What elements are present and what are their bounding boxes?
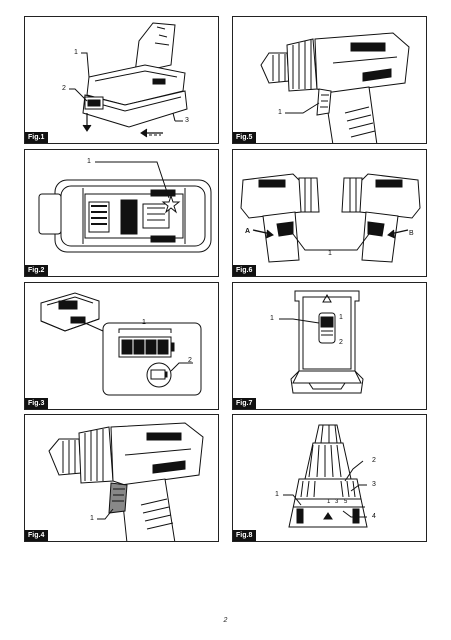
fig8-scale-1: 1 xyxy=(327,499,331,505)
fig7-illustration xyxy=(279,290,364,394)
fig1-callout-3: 3 xyxy=(185,117,189,124)
fig2-label: Fig.2 xyxy=(25,265,49,276)
figure-2-panel: 1 Fig.2 xyxy=(24,149,219,277)
fig8-callout-2: 2 xyxy=(372,457,376,464)
figure-1-panel: 1 2 3 Fig.1 xyxy=(24,16,219,144)
fig2-callout-1: 1 xyxy=(87,158,91,165)
fig1-label: Fig.1 xyxy=(25,132,49,143)
fig3-label: Fig.3 xyxy=(25,398,49,409)
figure-8-panel: 1 2 3 4 1 3 5 Fig.8 xyxy=(232,414,427,542)
fig4-illustration xyxy=(48,422,204,541)
fig8-callout-1: 1 xyxy=(275,491,279,498)
fig7-label: Fig.7 xyxy=(233,398,257,409)
fig1-illustration xyxy=(69,22,188,138)
fig8-callout-4: 4 xyxy=(372,513,376,520)
fig5-label: Fig.5 xyxy=(233,132,257,143)
fig4-label: Fig.4 xyxy=(25,530,49,541)
fig8-scale-3: 3 xyxy=(335,499,339,505)
fig6-illustration xyxy=(240,173,421,263)
fig3-callout-2: 2 xyxy=(188,357,192,364)
fig1-callout-1: 1 xyxy=(74,49,78,56)
fig8-label: Fig.8 xyxy=(233,530,257,541)
fig8-scale-5: 5 xyxy=(344,499,348,505)
fig1-callout-2: 2 xyxy=(62,85,66,92)
fig7-mark-1: 1 xyxy=(339,314,343,321)
figure-3-panel: 1 2 Fig.3 xyxy=(24,282,219,410)
figure-7-panel: 1 1 2 Fig.7 xyxy=(232,282,427,410)
fig2-illustration xyxy=(38,161,212,253)
fig4-callout-1: 1 xyxy=(90,515,94,522)
fig6-label: Fig.6 xyxy=(233,265,257,276)
fig3-illustration xyxy=(40,292,202,396)
page-number: 2 xyxy=(223,617,228,624)
fig5-callout-1: 1 xyxy=(278,109,282,116)
fig7-callout-1: 1 xyxy=(270,315,274,322)
fig6-callout-1: 1 xyxy=(328,250,332,257)
fig7-mark-2: 2 xyxy=(339,339,343,346)
figure-4-panel: 1 Fig.4 xyxy=(24,414,219,542)
fig6-callout-a: A xyxy=(245,228,251,235)
figure-6-panel: A B 1 Fig.6 xyxy=(232,149,427,277)
fig3-callout-1: 1 xyxy=(142,319,146,326)
figure-5-panel: 1 Fig.5 xyxy=(232,16,427,144)
fig5-illustration xyxy=(260,32,410,143)
fig8-illustration xyxy=(283,424,368,528)
fig6-callout-b: B xyxy=(409,230,414,237)
fig8-callout-3: 3 xyxy=(372,481,376,488)
